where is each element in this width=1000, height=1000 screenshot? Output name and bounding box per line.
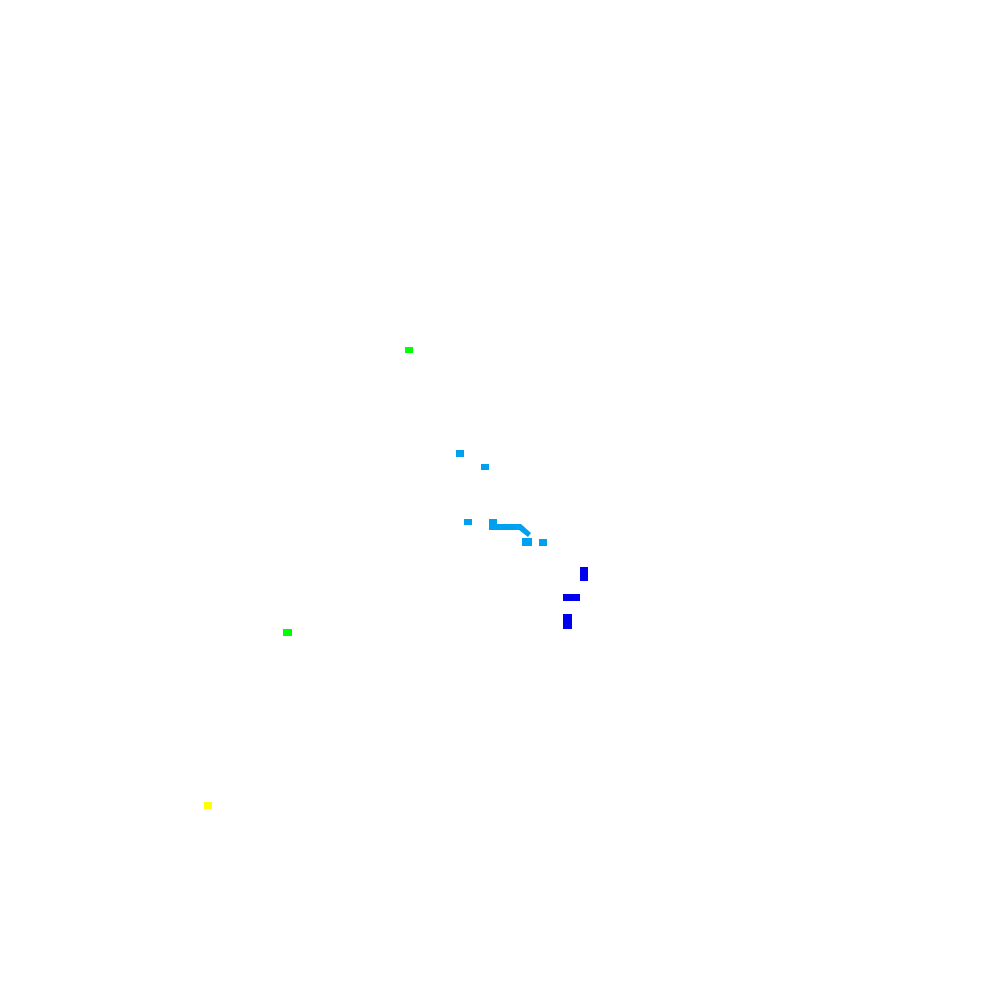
cyan-mark-3 bbox=[464, 519, 472, 525]
cyan-mark-5 bbox=[522, 538, 532, 546]
blue-mark-3 bbox=[563, 614, 572, 629]
cyan-mark-1 bbox=[456, 450, 464, 457]
green-mark-upper bbox=[405, 347, 413, 353]
green-mark-lower bbox=[283, 629, 292, 636]
cyan-mark-4 bbox=[489, 519, 497, 526]
blue-mark-2 bbox=[563, 594, 580, 601]
blue-mark-1 bbox=[580, 567, 588, 581]
yellow-mark bbox=[204, 802, 212, 809]
cyan-mark-6 bbox=[539, 539, 547, 546]
cyan-curve-mark bbox=[489, 524, 531, 537]
cyan-mark-2 bbox=[481, 464, 489, 470]
